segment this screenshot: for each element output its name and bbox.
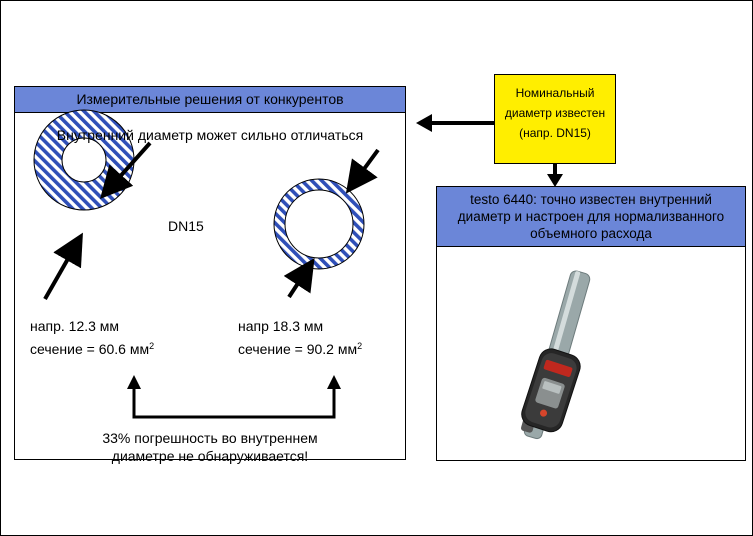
left-ring-section: сечение = 60.6 мм2 bbox=[30, 341, 155, 357]
nominal-line2: диаметр известен bbox=[504, 106, 606, 120]
right-ring-section: сечение = 90.2 мм2 bbox=[238, 341, 363, 357]
dn-label: DN15 bbox=[168, 218, 204, 234]
right-ring-arrow-top bbox=[345, 148, 380, 194]
left-ring-arrow-bottom bbox=[43, 232, 83, 300]
right-pipe-ring bbox=[273, 178, 365, 270]
competitors-box: Измерительные решения от конкурентов bbox=[14, 86, 406, 460]
arrow-to-competitors bbox=[416, 114, 494, 132]
conclusion-line2: диаметре не обнаруживается! bbox=[111, 448, 309, 464]
nominal-line1: Номинальный bbox=[515, 86, 595, 100]
right-ring-arrow-bottom bbox=[283, 257, 315, 299]
competitors-header: Измерительные решения от конкурентов bbox=[15, 87, 405, 113]
testo-title-line1: testo 6440: точно известен внутренний bbox=[470, 192, 712, 207]
right-ring-diameter: напр 18.3 мм bbox=[238, 318, 324, 334]
nominal-diameter-note: Номинальный диаметр известен (напр. DN15… bbox=[494, 74, 616, 164]
testo-6440-device-image bbox=[521, 270, 591, 440]
nominal-line3: (напр. DN15) bbox=[519, 126, 591, 140]
testo-title-line3: объемного расхода bbox=[530, 226, 652, 241]
testo-box: testo 6440: точно известен внутренний ди… bbox=[436, 186, 746, 461]
comparison-bracket bbox=[127, 375, 341, 419]
arrow-to-testo bbox=[547, 164, 563, 187]
left-pipe-ring bbox=[33, 109, 135, 211]
testo-title-line2: диаметр и настроен для нормализванного bbox=[457, 209, 725, 224]
competitors-title: Измерительные решения от конкурентов bbox=[76, 91, 344, 107]
left-ring-arrow-top bbox=[100, 141, 152, 199]
conclusion-line1: 33% погрешность во внутреннем bbox=[102, 430, 318, 446]
left-ring-diameter: напр. 12.3 мм bbox=[30, 318, 120, 334]
competitors-subtitle: Внутренний диаметр может сильно отличать… bbox=[56, 127, 364, 143]
testo-header: testo 6440: точно известен внутренний ди… bbox=[437, 187, 745, 247]
